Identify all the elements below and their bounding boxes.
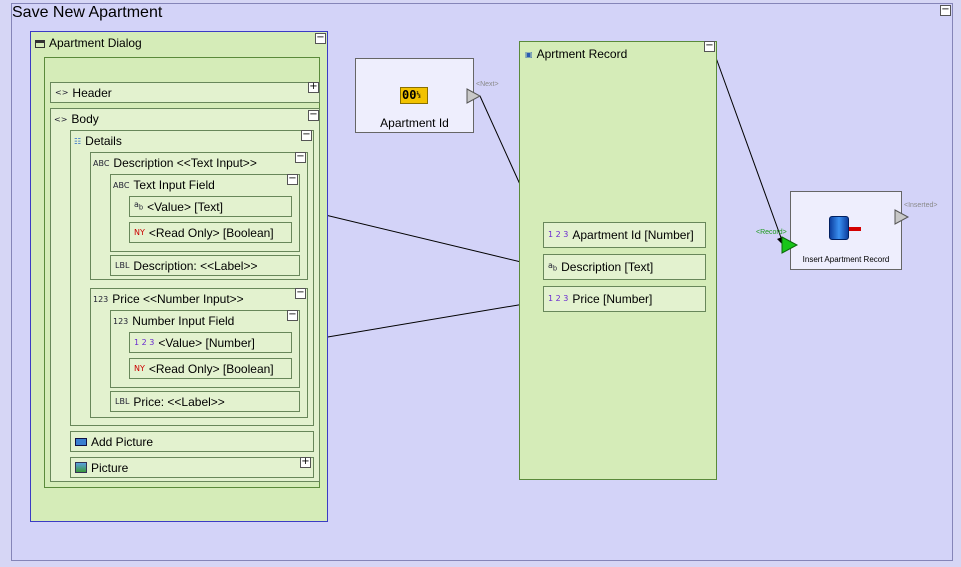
inserted-port-label: <Inserted>: [904, 202, 938, 209]
dialog-collapse-button[interactable]: −: [315, 32, 326, 44]
counter-icon: 00⅓: [400, 87, 428, 104]
picture-section[interactable]: Picture: [70, 457, 314, 478]
tag-icon: <>: [55, 87, 69, 97]
connection-record-insert: [714, 54, 785, 247]
record-title-row: ▣Aprtment Record: [525, 47, 628, 61]
text-type-icon: ab: [134, 200, 144, 212]
boolean-icon: NY: [134, 363, 145, 373]
label-icon: LBL: [115, 396, 130, 406]
text-readonly-port[interactable]: NY<Read Only> [Boolean]: [129, 222, 292, 243]
tag-icon: <>: [54, 114, 68, 124]
price-input-collapse-button[interactable]: −: [295, 287, 306, 299]
details-title: ☷Details: [74, 134, 122, 148]
apartment-dialog-title-row: Apartment Dialog: [35, 36, 142, 50]
boolean-icon: NY: [134, 227, 145, 237]
number-icon: 123: [113, 316, 129, 326]
window-icon: [35, 39, 45, 48]
next-port-arrow[interactable]: [466, 88, 482, 104]
number-type-icon: 1 2 3: [548, 294, 569, 303]
number-value-port[interactable]: 1 2 3<Value> [Number]: [129, 332, 292, 353]
abc-icon: ABC: [113, 180, 130, 190]
body-title: <>Body: [54, 112, 99, 126]
body-collapse-button[interactable]: −: [308, 109, 319, 121]
connection-price: [291, 300, 543, 344]
details-collapse-button[interactable]: −: [301, 129, 312, 141]
add-picture-button[interactable]: Add Picture: [70, 431, 314, 452]
insert-arrow-icon: [849, 227, 861, 231]
details-icon: ☷: [74, 136, 82, 146]
next-port-label: <Next>: [476, 81, 499, 88]
text-value-port[interactable]: ab<Value> [Text]: [129, 196, 292, 217]
number-type-icon: 1 2 3: [548, 230, 569, 239]
inserted-output-port[interactable]: [894, 209, 910, 225]
image-icon: [75, 462, 87, 473]
number-type-icon: 1 2 3: [134, 337, 155, 347]
label-icon: LBL: [115, 260, 130, 270]
record-icon: ▣: [525, 49, 533, 59]
insert-apartment-record-node[interactable]: [790, 191, 902, 270]
record-collapse-button[interactable]: −: [704, 40, 715, 52]
insert-node-label: Insert Apartment Record: [802, 255, 890, 264]
header-expand-button[interactable]: +: [308, 81, 319, 93]
header-section[interactable]: <>Header: [50, 82, 320, 103]
number-input-field-collapse-button[interactable]: −: [287, 309, 298, 321]
text-input-field-collapse-button[interactable]: −: [287, 173, 298, 185]
button-icon: [75, 437, 87, 446]
connection-description: [291, 206, 543, 268]
text-type-icon: ab: [548, 260, 558, 273]
canvas-collapse-button[interactable]: −: [940, 4, 951, 16]
database-icon: [829, 216, 849, 240]
record-input-port[interactable]: [781, 236, 799, 254]
record-port-label: <Record>: [756, 229, 787, 236]
description-input-collapse-button[interactable]: −: [295, 151, 306, 163]
abc-icon: ABC: [93, 158, 110, 168]
apartment-id-label: Apartment Id: [380, 116, 449, 130]
number-readonly-port[interactable]: NY<Read Only> [Boolean]: [129, 358, 292, 379]
number-icon: 123: [93, 294, 109, 304]
canvas-title: Save New Apartment: [12, 4, 163, 21]
picture-expand-button[interactable]: +: [300, 456, 311, 468]
